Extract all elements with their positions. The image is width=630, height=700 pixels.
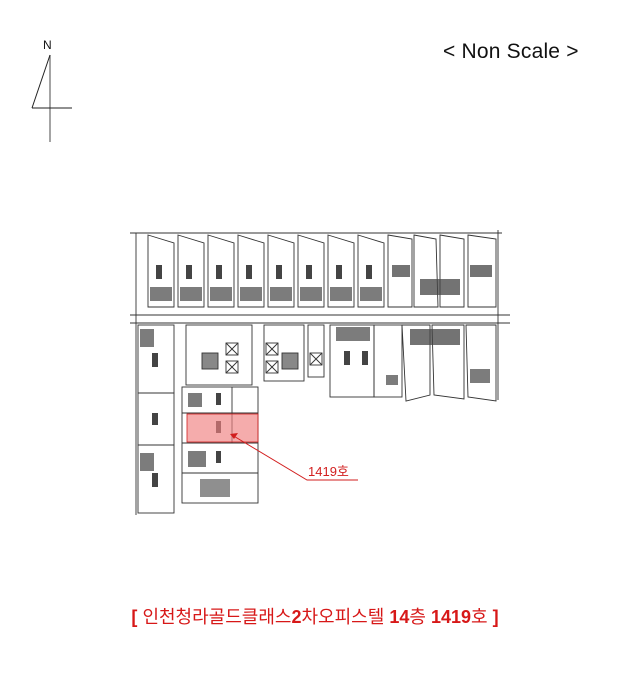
caption-unit-suffix: 호 bbox=[470, 607, 488, 627]
caption-floor: 14 bbox=[389, 607, 410, 627]
caption-building: 인천청라골드클래스 bbox=[142, 607, 292, 627]
non-scale-note: < Non Scale > bbox=[443, 40, 579, 63]
caption-floor-suffix: 층 bbox=[409, 607, 426, 627]
caption-close-bracket: ] bbox=[492, 607, 499, 627]
highlighted-unit-1419 bbox=[186, 413, 259, 443]
north-label: N bbox=[43, 38, 52, 52]
caption-phase: 2 bbox=[291, 607, 302, 627]
unit-callout-label: 1419호 bbox=[308, 464, 349, 479]
caption-building-suffix: 차오피스텔 bbox=[301, 607, 385, 627]
caption-unit: 1419 bbox=[430, 607, 471, 627]
north-arrow-icon bbox=[31, 54, 72, 142]
caption: [ 인천청라골드클래스2차오피스텔 14층 1419호 ] bbox=[0, 603, 630, 629]
caption-open-bracket: [ bbox=[131, 607, 138, 627]
floor-plan bbox=[130, 230, 510, 515]
